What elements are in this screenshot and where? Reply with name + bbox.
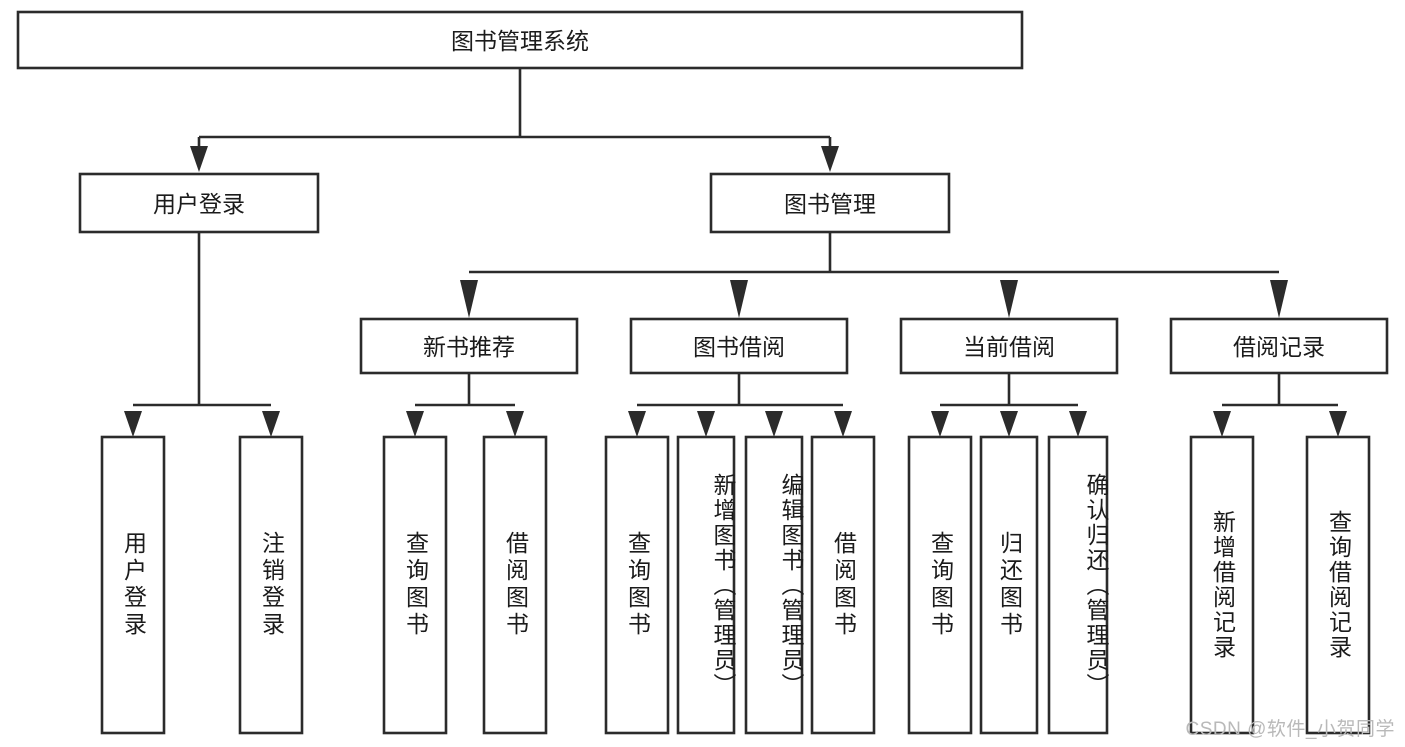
node-user-login[interactable]	[78, 172, 320, 234]
leaf-query-book-current[interactable]	[907, 435, 973, 735]
node-book-management-label: 图书管理	[784, 191, 876, 217]
arrow-to-borrow-record	[1270, 280, 1288, 318]
node-book-management[interactable]	[709, 172, 951, 234]
node-user-login-label: 用户登录	[153, 191, 245, 217]
leaf-add-borrow-record[interactable]	[1189, 435, 1255, 735]
arrow-record-leaf-1	[1213, 411, 1231, 437]
node-root-label: 图书管理系统	[451, 28, 589, 54]
arrow-to-book-borrow	[730, 280, 748, 318]
connector-layer	[124, 68, 1347, 437]
node-book-borrow[interactable]	[629, 317, 849, 375]
arrow-to-current-borrow	[1000, 280, 1018, 318]
leaf-logout[interactable]	[238, 435, 304, 735]
node-borrow-record-label: 借阅记录	[1233, 334, 1325, 360]
node-new-book-recommend[interactable]	[359, 317, 579, 375]
arrow-record-leaf-2	[1329, 411, 1347, 437]
arrow-current-leaf-1	[931, 411, 949, 437]
arrow-borrow-leaf-3	[765, 411, 783, 437]
arrow-borrow-leaf-2	[697, 411, 715, 437]
node-current-borrow-label: 当前借阅	[963, 334, 1055, 360]
leaf-borrow-book-recommend[interactable]	[482, 435, 548, 735]
arrow-recommend-leaf-1	[406, 411, 424, 437]
arrow-to-user-login	[190, 146, 208, 172]
leaf-confirm-return-admin[interactable]	[1047, 435, 1109, 735]
node-root[interactable]	[16, 10, 1024, 70]
arrow-borrow-leaf-4	[834, 411, 852, 437]
leaf-query-borrow-record[interactable]	[1305, 435, 1371, 735]
arrow-to-logout-leaf	[262, 411, 280, 437]
node-book-borrow-label: 图书借阅	[693, 334, 785, 360]
leaf-query-book-recommend[interactable]	[382, 435, 448, 735]
leaf-query-book-borrow[interactable]	[604, 435, 670, 735]
leaf-add-book-admin[interactable]	[676, 435, 736, 735]
node-current-borrow[interactable]	[899, 317, 1119, 375]
arrow-current-leaf-3	[1069, 411, 1087, 437]
leaf-user-login[interactable]	[100, 435, 166, 735]
arrow-to-user-login-leaf	[124, 411, 142, 437]
arrow-borrow-leaf-1	[628, 411, 646, 437]
node-new-book-recommend-label: 新书推荐	[423, 334, 515, 360]
node-borrow-record[interactable]	[1169, 317, 1389, 375]
leaf-return-book[interactable]	[979, 435, 1039, 735]
arrow-current-leaf-2	[1000, 411, 1018, 437]
node-layer: 图书管理系统 用户登录 图书管理 新书推荐 图书借阅 当前借阅 借阅记录	[16, 10, 1389, 735]
arrow-recommend-leaf-2	[506, 411, 524, 437]
arrow-to-book-mgmt	[821, 146, 839, 172]
watermark: CSDN @软件_小贺同学	[1185, 719, 1395, 740]
arrow-to-new-book-recommend	[460, 280, 478, 318]
leaf-edit-book-admin[interactable]	[744, 435, 804, 735]
leaf-borrow-book[interactable]	[810, 435, 876, 735]
